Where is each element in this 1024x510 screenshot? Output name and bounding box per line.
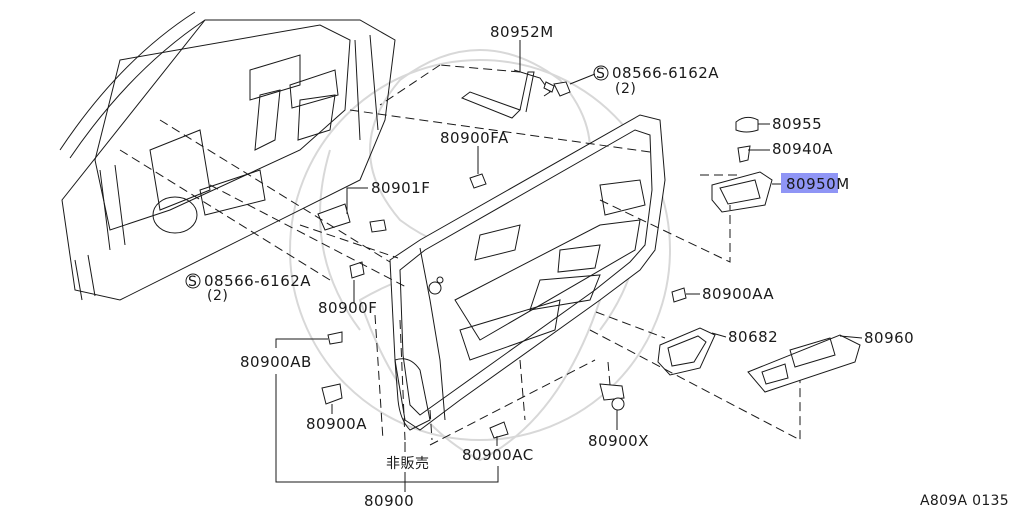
label-80900ac[interactable]: 80900AC (462, 446, 534, 464)
door-frame (59, 11, 396, 301)
label-80900a[interactable]: 80900A (306, 415, 367, 433)
label-not-for-sale: 非販売 (386, 456, 430, 472)
screw-symbol-top: S (593, 65, 609, 82)
diagram-reference: A809A 0135 (920, 493, 1009, 509)
fasteners (317, 81, 687, 439)
label-80940a[interactable]: 80940A (772, 140, 833, 158)
label-08566-left-qty: (2) (207, 288, 228, 304)
label-08566-left[interactable]: 08566-6162A (204, 272, 311, 290)
leader-lines (275, 40, 863, 492)
bracket-80952m (460, 69, 551, 119)
label-80955[interactable]: 80955 (772, 115, 822, 133)
door-trim-panel (389, 114, 666, 431)
label-80900aa[interactable]: 80900AA (702, 285, 774, 303)
screw-symbol-left: S (185, 273, 201, 290)
label-80682[interactable]: 80682 (728, 328, 778, 346)
label-80960[interactable]: 80960 (864, 329, 914, 347)
svg-text:S: S (596, 66, 605, 82)
label-08566-top[interactable]: 08566-6162A (612, 64, 719, 82)
part-highlight[interactable] (781, 173, 838, 193)
label-80900[interactable]: 80900 (364, 492, 414, 510)
label-80900x[interactable]: 80900X (588, 432, 649, 450)
label-08566-top-qty: (2) (615, 81, 636, 97)
svg-text:S: S (188, 274, 197, 290)
label-80952m[interactable]: 80952M (490, 23, 554, 41)
label-80900fa[interactable]: 80900FA (440, 129, 509, 147)
label-80900ab[interactable]: 80900AB (240, 353, 312, 371)
label-80901f[interactable]: 80901F (371, 179, 430, 197)
guide-lines (119, 64, 801, 446)
label-80900f[interactable]: 80900F (318, 299, 377, 317)
label-80950m[interactable]: 80950M (786, 175, 850, 193)
switch-parts (657, 116, 861, 393)
